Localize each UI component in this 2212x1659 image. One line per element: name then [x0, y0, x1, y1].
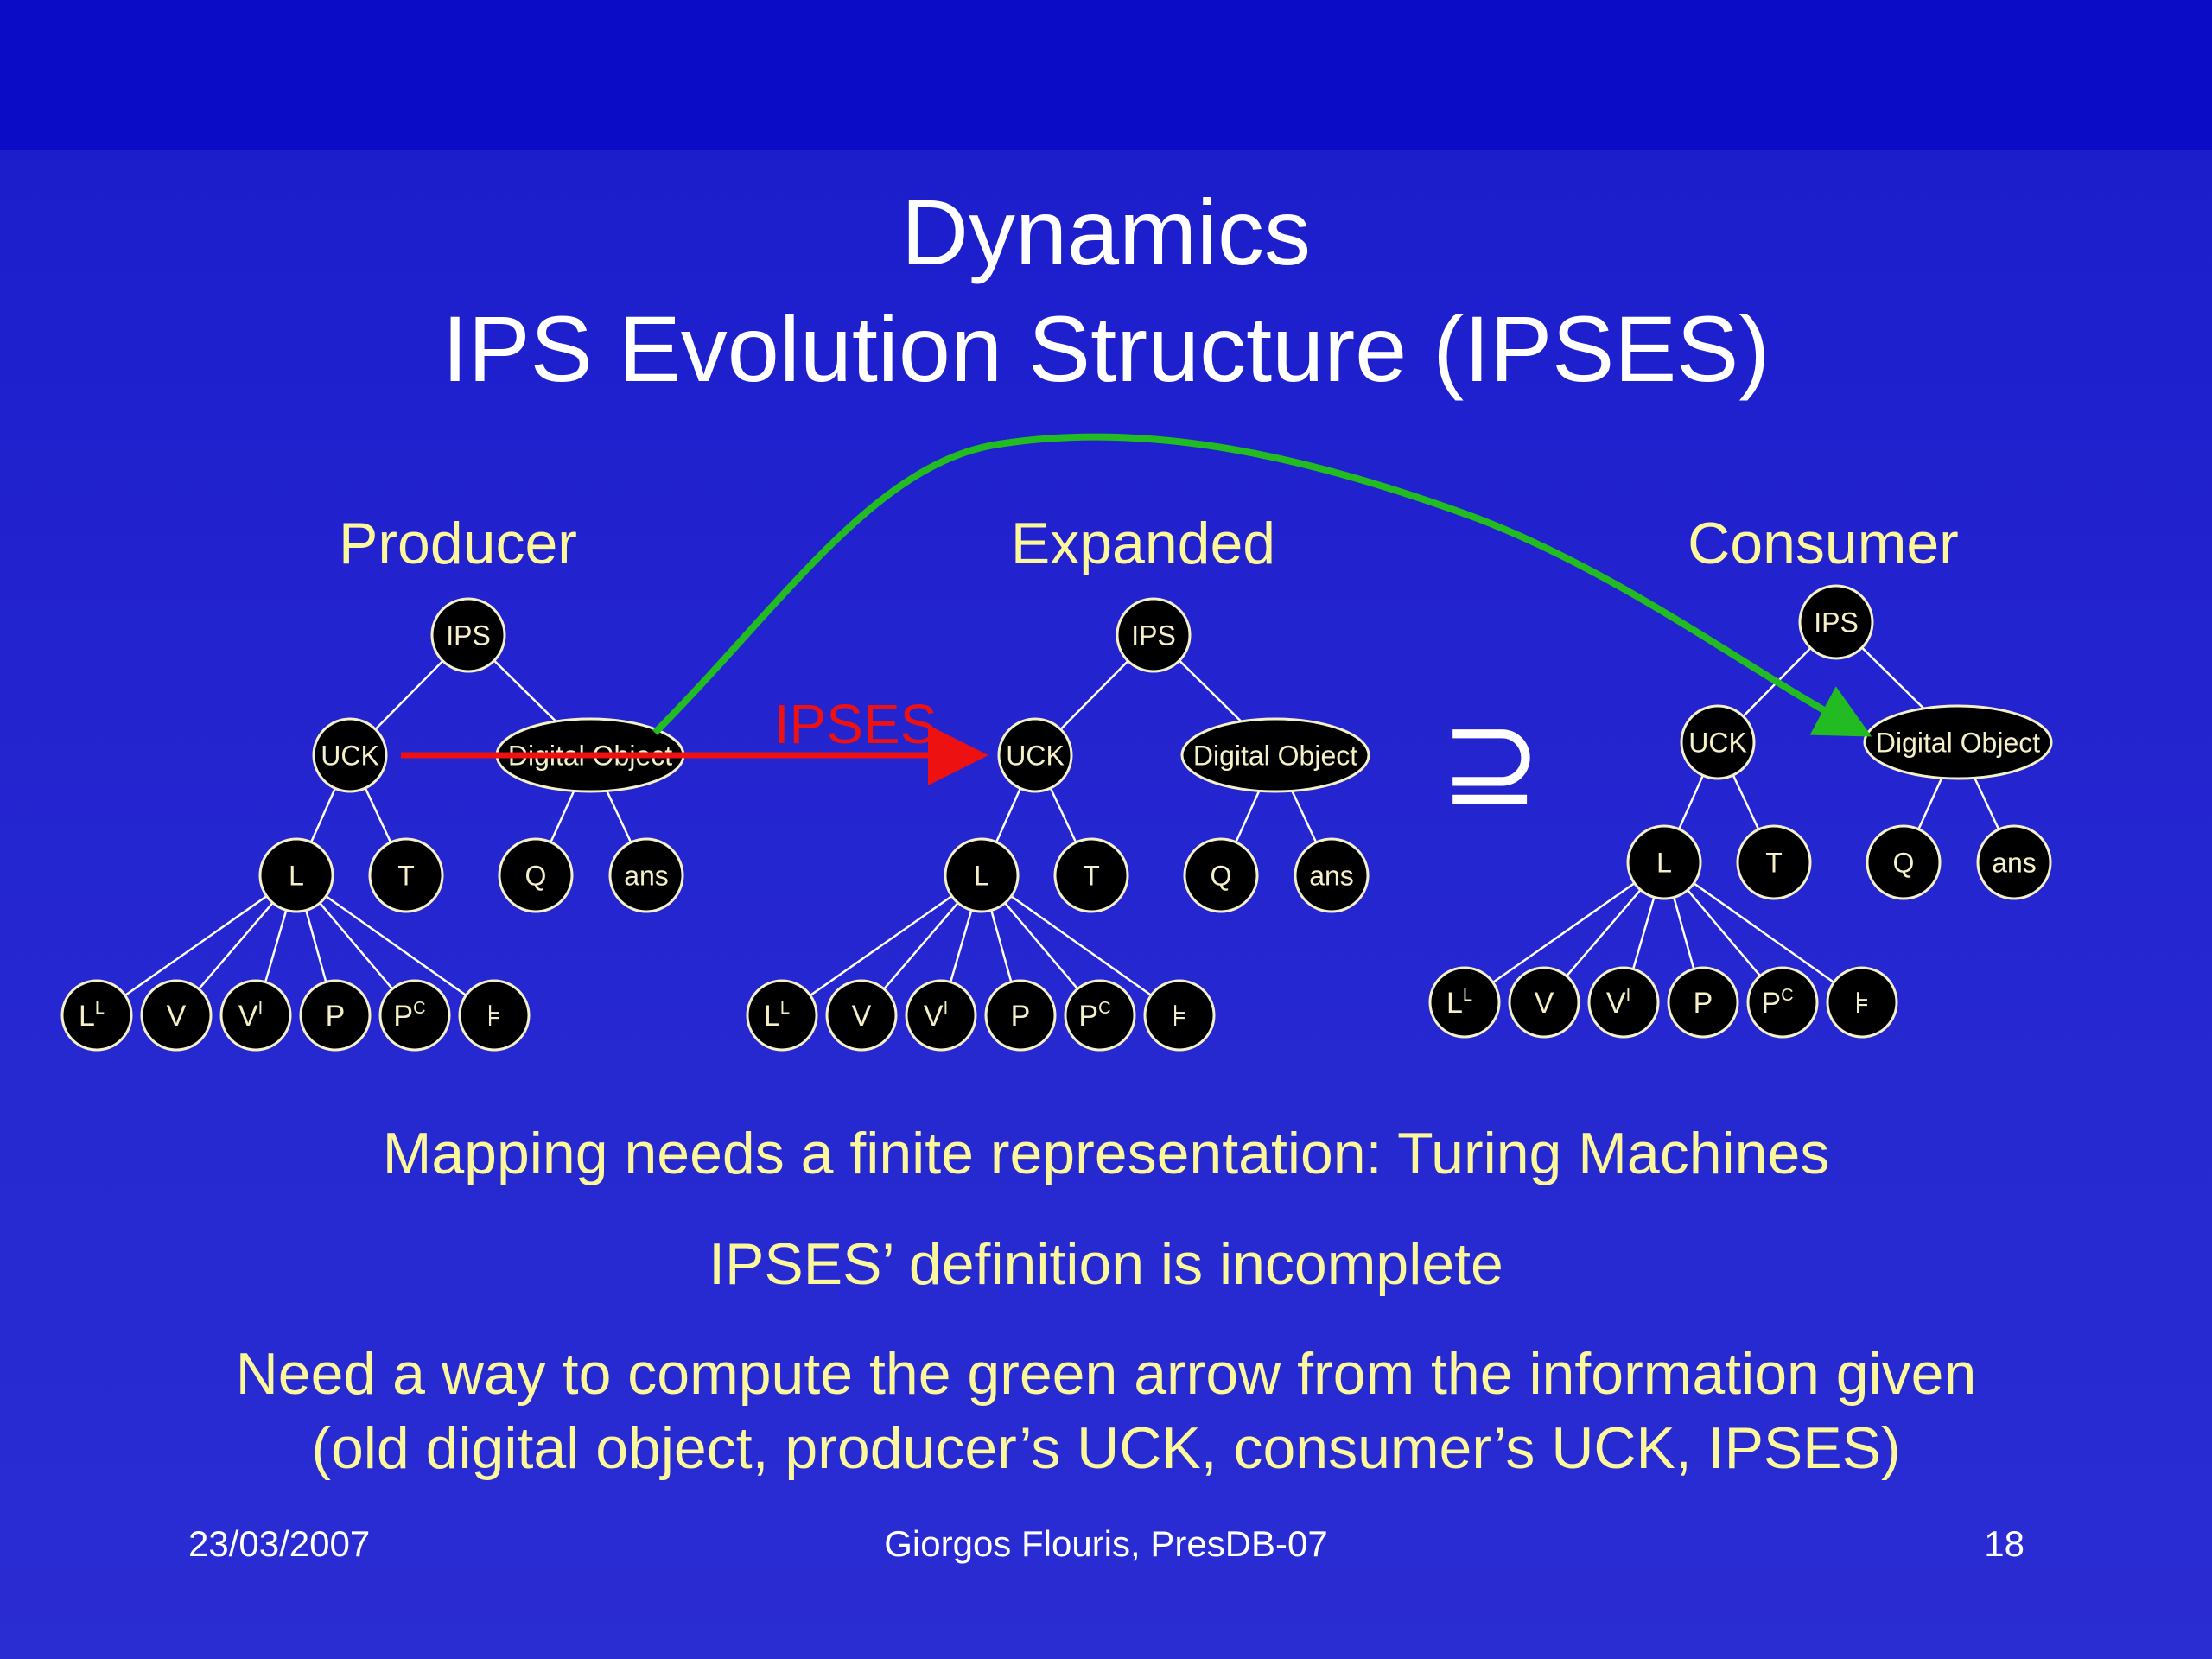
ips-node-label: IPS: [1814, 607, 1859, 639]
uck-node-label: UCK: [321, 741, 379, 772]
l-node-label: L: [974, 861, 989, 892]
leaf-node-4-label: PC: [1078, 999, 1110, 1033]
leaf-node-1: [140, 979, 213, 1052]
t-node: [1736, 824, 1812, 900]
footer-page-number: 18: [1984, 1523, 2024, 1564]
l-node-label: L: [289, 861, 304, 892]
leaf-node-1-label: V: [852, 1000, 872, 1033]
digital-object-node-label: Digital Object: [1193, 741, 1357, 772]
leaf-node-0-label: LL: [764, 999, 790, 1033]
q-node-label: Q: [1893, 848, 1915, 879]
uck-node: [1680, 704, 1756, 780]
edge-l-leaf-0: [1464, 861, 1665, 1004]
ans-node-label: ans: [1309, 861, 1354, 892]
text-line-need: Need a way to compute the green arrow fr…: [235, 1341, 1977, 1407]
tree-label-producer: Producer: [339, 511, 577, 576]
ans-node: [1294, 837, 1370, 913]
tree-label-expanded: Expanded: [1011, 511, 1275, 576]
leaf-node-5: [458, 979, 531, 1052]
edge-l-leaf-0: [781, 874, 982, 1017]
title-band: [0, 0, 2212, 150]
text-line-mapping: Mapping needs a finite representation: T…: [382, 1121, 1830, 1186]
leaf-node-3-label: P: [1694, 987, 1713, 1020]
t-node-label: T: [1083, 861, 1100, 892]
leaf-node-5: [1143, 979, 1216, 1052]
digital-object-node: [1180, 717, 1370, 793]
l-node: [944, 837, 1020, 913]
leaf-node-1: [825, 979, 898, 1052]
t-node: [368, 837, 444, 913]
footer-date: 23/03/2007: [188, 1523, 371, 1564]
leaf-node-5-label: ⊧: [1172, 1000, 1187, 1033]
leaf-node-0: [746, 979, 818, 1052]
ips-node: [430, 597, 506, 673]
q-node: [1866, 824, 1942, 900]
ans-node: [608, 837, 684, 913]
leaf-node-3: [1667, 966, 1739, 1039]
edge-l-leaf-5: [296, 874, 495, 1017]
red-arrow-label: IPSES: [774, 693, 938, 755]
ips-node-label: IPS: [1131, 620, 1176, 652]
superset-symbol: ⊇: [1440, 692, 1541, 833]
t-node-label: T: [1765, 848, 1783, 879]
digital-object-node-label: Digital Object: [1876, 728, 2040, 759]
leaf-node-3: [299, 979, 372, 1052]
uck-node-label: UCK: [1688, 728, 1747, 759]
leaf-node-2: [1587, 966, 1660, 1039]
l-node-label: L: [1656, 848, 1672, 879]
q-node: [1183, 837, 1259, 913]
leaf-node-5: [1826, 966, 1898, 1039]
footer-author: Giorgos Flouris, PresDB-07: [884, 1523, 1328, 1564]
t-node: [1053, 837, 1129, 913]
l-node: [1626, 824, 1702, 900]
leaf-node-1-label: V: [167, 1000, 187, 1033]
arrows-layer: IPSES ⊇: [401, 433, 1872, 833]
ans-node-label: ans: [624, 861, 669, 892]
ips-node: [1798, 584, 1874, 660]
l-node: [258, 837, 334, 913]
text-line-need-details: (old digital object, producer’s UCK, con…: [311, 1415, 1901, 1481]
leaf-node-1: [1508, 966, 1580, 1039]
leaf-node-1-label: V: [1535, 987, 1554, 1020]
leaf-node-4: [1746, 966, 1819, 1039]
edge-l-leaf-5: [981, 874, 1180, 1017]
digital-object-node: [1863, 704, 2053, 780]
q-node-label: Q: [1211, 861, 1232, 892]
q-node: [498, 837, 574, 913]
leaf-node-4: [378, 979, 451, 1052]
t-node-label: T: [397, 861, 415, 892]
uck-node: [997, 717, 1073, 793]
leaf-node-0: [60, 979, 133, 1052]
leaf-node-4: [1064, 979, 1136, 1052]
slide-subtitle: IPS Evolution Structure (IPSES): [442, 296, 1770, 401]
ips-node-label: IPS: [446, 620, 491, 652]
leaf-node-3-label: P: [1011, 1000, 1031, 1033]
leaf-node-2: [905, 979, 977, 1052]
green-arrow: [652, 433, 1872, 737]
leaf-node-5-label: ⊧: [486, 1000, 502, 1033]
leaf-node-5-label: ⊧: [1854, 987, 1870, 1020]
ans-node-label: ans: [1992, 848, 2037, 879]
slide-title: Dynamics: [900, 180, 1312, 284]
uck-node: [312, 717, 388, 793]
edge-l-leaf-0: [96, 874, 297, 1017]
edge-l-leaf-5: [1663, 861, 1863, 1004]
ips-node: [1116, 597, 1192, 673]
leaf-node-3: [984, 979, 1057, 1052]
leaf-node-0: [1428, 966, 1501, 1039]
leaf-node-3-label: P: [326, 1000, 346, 1033]
tree-label-consumer: Consumer: [1688, 511, 1959, 576]
uck-node-label: UCK: [1006, 741, 1065, 772]
text-line-definition: IPSES’ definition is incomplete: [709, 1231, 1503, 1297]
ans-node: [1976, 824, 2052, 900]
q-node-label: Q: [525, 861, 547, 892]
leaf-node-2: [219, 979, 292, 1052]
